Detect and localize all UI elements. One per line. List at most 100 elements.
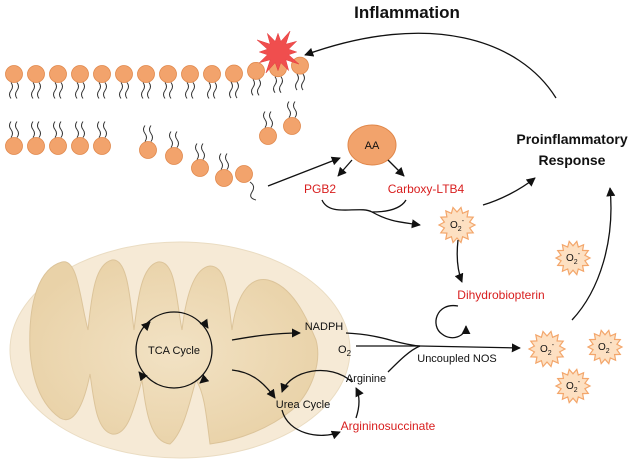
urea-cycle: Urea Cycle [276,369,364,440]
tca-to-urea-arrow [231,369,276,399]
phospholipid-head [159,65,177,83]
lipid-tail [169,82,173,99]
phospholipid-head [5,65,23,83]
phospholipid-head [71,137,89,155]
lipid-tail [97,121,101,138]
inflammation-title: Inflammation [354,3,460,22]
lipid-tail [169,131,173,148]
phospholipid-head [203,65,221,83]
lipid-tail [103,82,107,99]
superoxide-floating-3: O2- [554,368,592,404]
lipid-tail [119,82,123,99]
lipid-tail [59,121,63,138]
lipid-tail [149,125,153,142]
tca-to-nadph-arrow [231,328,301,341]
lipid-tail [31,82,35,99]
superoxide-nos: O2- [527,330,567,368]
tca-cycle-label: TCA Cycle [148,345,200,357]
lipid-tail [163,82,167,99]
lipid-tail [103,121,107,138]
superoxide-label: O2- [566,251,581,266]
superoxide-to-response-arrow [482,177,536,206]
aa-to-pgb2-arrow [337,159,353,177]
lipid-tail [15,121,19,138]
response-to-inflammation-arrow [304,32,557,99]
arginine-to-nos-line [387,345,421,373]
superoxide-label: O2- [540,342,555,357]
carboxy-merge-line [371,199,407,213]
lipid-tail [225,153,229,170]
aa-node: AA [347,124,397,166]
superoxide-to-dihydrobiopterin-arrow [454,239,464,283]
phospholipid-head [259,127,277,145]
lipid-tail [147,82,151,99]
lipid-tail [213,82,217,99]
lipid-tail [31,121,35,138]
phospholipid-head [115,65,133,83]
aa-label: AA [365,140,380,152]
lipid-tail [185,82,189,99]
phospholipid-head [215,169,233,187]
lipid-tail [75,121,79,138]
lipid-tail [53,121,57,138]
phospholipid-head [283,117,301,135]
superoxide-floating-1: O2- [554,240,592,276]
lipid-tail [279,76,283,94]
superoxide-star-icon [554,240,592,276]
superoxide-label: O2- [566,379,581,394]
lipid-tail [81,82,85,99]
tca-cycle: TCA Cycle [135,311,213,389]
lipid-tail [235,81,239,99]
nadph-label: NADPH [305,321,344,333]
lipid-tail [249,181,257,201]
phospholipid-head [27,137,45,155]
superoxide-label: O2- [450,218,465,233]
membrane-to-aa-arrow [267,156,341,187]
lipid-tail [207,82,211,99]
lipid-tail [15,82,19,99]
lipid-tail [263,111,267,128]
phospholipid-head [225,64,243,83]
superoxide-star-icon [527,330,567,368]
nadph-to-nos-line [345,332,421,347]
lipid-tail [229,81,233,99]
phospholipid-head [191,159,209,177]
superoxide-group: O2- O2- O2- O2- O2- [437,206,624,404]
lipid-tail [251,79,255,96]
lipid-tail [9,82,13,99]
aa-to-carboxy-arrow [387,159,405,177]
phospholipid-head [71,65,89,83]
carboxy-ltb4-label: Carboxy-LTB4 [388,182,465,196]
phospholipid-head [137,65,155,83]
nos-superoxide-to-response-arrow [571,187,616,321]
superoxide-label: O2- [598,340,613,355]
superoxide-floating-2: O2- [586,329,624,365]
nos-to-superoxide-arrow [419,343,521,353]
superoxide-star-icon [554,368,592,404]
phospholipid-head [139,141,157,159]
lipid-tail [287,101,291,118]
phospholipid-head [93,137,111,155]
lipid-tail [269,111,273,128]
lipid-tail [175,131,179,148]
argininosuccinate-label: Argininosuccinate [341,419,436,433]
lipid-tail [257,79,261,96]
mitochondrion [9,241,351,459]
superoxide-star-icon [437,206,477,244]
mitochondrion-cristae [29,259,319,445]
proinflammatory-response-label-2: Response [539,152,606,168]
lipid-tail [9,121,13,138]
inflammation-burst-icon [256,30,300,74]
lipid-tail [301,73,305,91]
lipid-tail [53,82,57,99]
pgb2-label: PGB2 [304,182,336,196]
urea-cycle-label: Urea Cycle [276,399,330,411]
phospholipid-head [5,137,23,155]
lipid-tail [273,76,277,94]
arginine-label: Arginine [346,373,386,385]
phospholipid-head [49,65,67,83]
lipid-tail [293,101,297,118]
lipid-tail [201,143,205,160]
lipid-tail [191,82,195,99]
